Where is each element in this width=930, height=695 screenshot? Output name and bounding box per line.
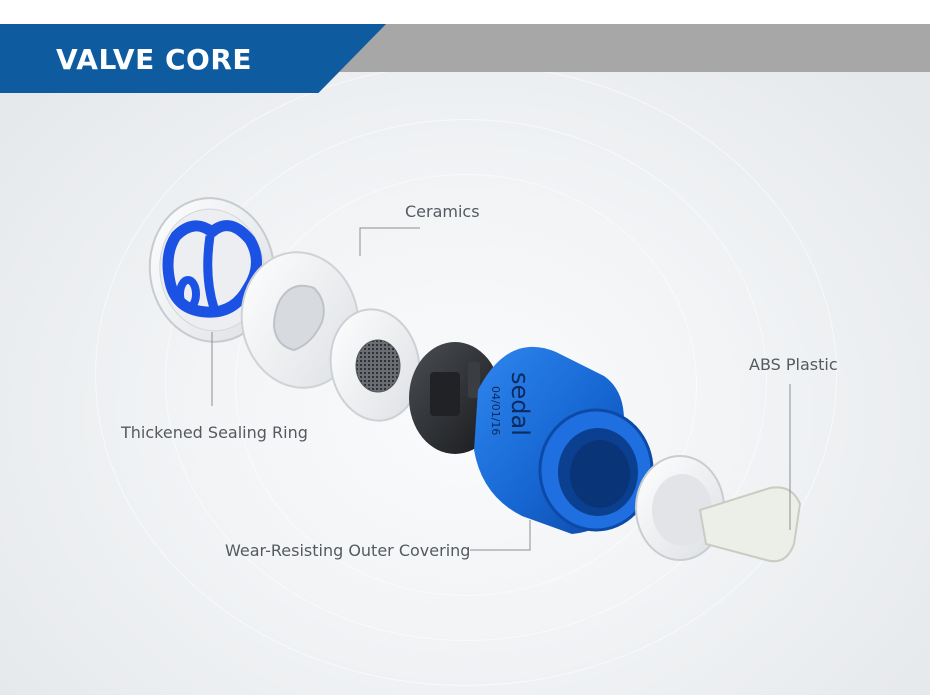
abs-stem-part: [635, 455, 802, 563]
outer-covering-part: sedal 04/01/16: [474, 346, 654, 534]
callout-lines: [211, 227, 791, 551]
backdrop-ring: [235, 174, 697, 596]
header-banner-blue: [0, 24, 386, 93]
page-title: VALVE CORE: [56, 43, 253, 76]
body-code-text: 04/01/16: [489, 386, 502, 435]
callout-outer-covering: Wear-Resisting Outer Covering: [225, 541, 471, 560]
ceramics-disc-small: [329, 308, 421, 422]
callout-abs-plastic: ABS Plastic: [749, 355, 838, 374]
body-brand-text: sedal: [506, 372, 534, 436]
ceramics-leader: [359, 227, 420, 256]
backdrop-ring: [165, 119, 767, 641]
callout-sealing-ring: Thickened Sealing Ring: [121, 423, 308, 442]
ceramics-disc-large: [240, 251, 360, 389]
outer-covering-leader: [470, 520, 531, 551]
callout-ceramics: Ceramics: [405, 202, 480, 221]
